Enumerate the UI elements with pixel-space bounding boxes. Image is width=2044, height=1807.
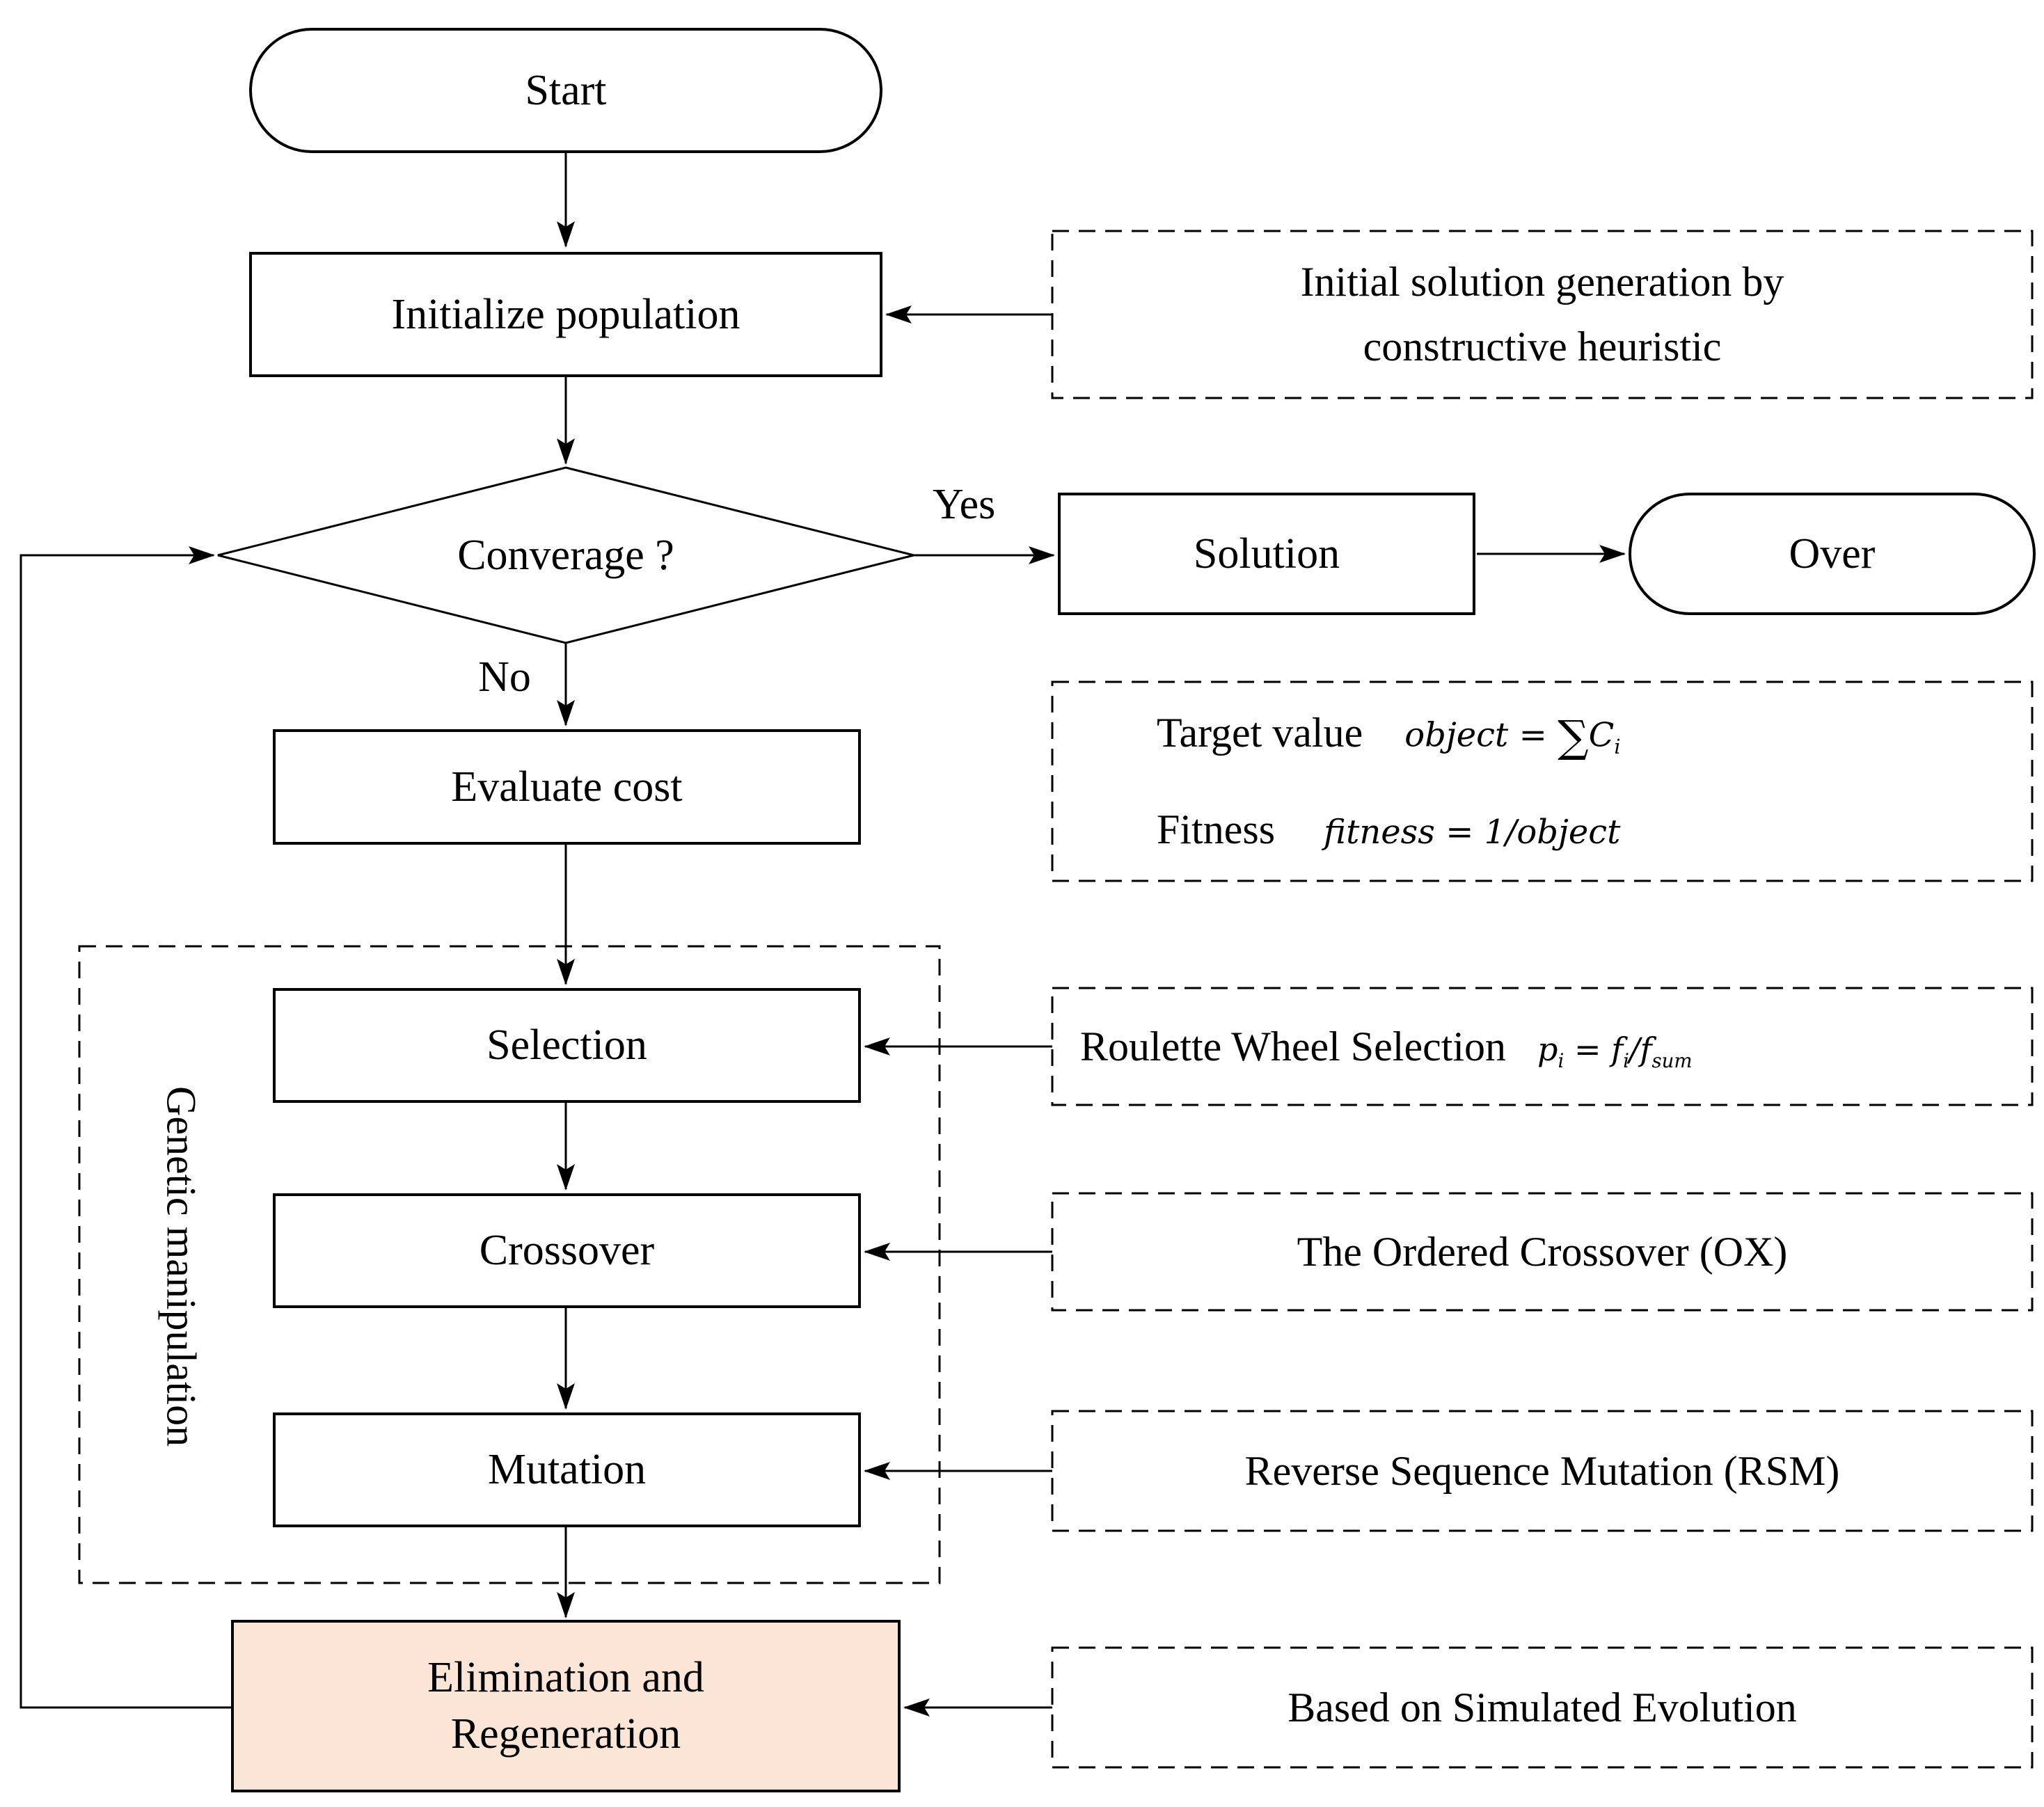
- roulette-f1: = f: [1564, 1030, 1624, 1068]
- initialize-population-node: Initialize population: [249, 252, 882, 377]
- crossover-node: Crossover: [273, 1193, 861, 1308]
- annotation-roulette: Roulette Wheel Selection pi = fi/fsum: [1052, 988, 2032, 1105]
- object-formula-c: C: [1588, 715, 1615, 755]
- initialize-population-label: Initialize population: [391, 290, 740, 338]
- annotation-box-roulette-outline: [1051, 987, 2034, 1106]
- elimination-regeneration-node: Elimination and Regeneration: [231, 1620, 901, 1792]
- over-node: Over: [1629, 493, 2036, 615]
- crossover-label: Crossover: [479, 1227, 655, 1275]
- genetic-manipulation-container: [78, 945, 941, 1584]
- roulette-f2-sub: sum: [1651, 1049, 1693, 1072]
- arrow-feedback-loop: [19, 546, 231, 1709]
- over-label: Over: [1789, 530, 1876, 578]
- annotation-target-fitness: Target value object = ∑Ci Fitness fitnes…: [1052, 682, 2032, 881]
- annotation-initial-line2: constructive heuristic: [1363, 324, 1722, 369]
- annotation-reverse-sequence-mutation: Reverse Sequence Mutation (RSM): [1052, 1411, 2032, 1531]
- elimination-line1: Elimination and: [427, 1654, 704, 1702]
- selection-label: Selection: [486, 1021, 647, 1069]
- ox-label: The Ordered Crossover (OX): [1297, 1228, 1788, 1275]
- roulette-label: Roulette Wheel Selection: [1080, 1023, 1507, 1069]
- annotation-box-target-outline: [1051, 680, 2034, 882]
- target-value-row: Target value object = ∑Ci: [1157, 701, 1621, 771]
- annotation-box-rsm-outline: [1051, 1410, 2034, 1532]
- mutation-label: Mutation: [487, 1446, 647, 1494]
- selection-node: Selection: [273, 988, 861, 1103]
- decision-node: Converage ?: [322, 515, 809, 596]
- decision-label: Converage ?: [457, 531, 674, 579]
- roulette-f1-sub: i: [1623, 1049, 1629, 1072]
- sigma-symbol: ∑: [1558, 711, 1589, 763]
- evaluate-cost-label: Evaluate cost: [451, 763, 683, 811]
- yes-edge-label: Yes: [933, 481, 996, 528]
- roulette-formula: pi = fi/fsum: [1537, 1025, 1693, 1076]
- sim-label: Based on Simulated Evolution: [1288, 1684, 1797, 1730]
- fitness-formula: fitness = 1/object: [1324, 806, 1620, 858]
- annotation-initial-heuristic: Initial solution generation by construct…: [1052, 231, 2032, 398]
- start-label: Start: [525, 66, 607, 114]
- rsm-label: Reverse Sequence Mutation (RSM): [1244, 1447, 1840, 1494]
- elimination-regeneration-label: Elimination and Regeneration: [427, 1650, 704, 1762]
- annotation-initial-line1: Initial solution generation by: [1300, 259, 1784, 305]
- solution-node: Solution: [1058, 493, 1475, 615]
- annotation-box-sim-outline: [1051, 1646, 2034, 1769]
- fitness-formula-text: fitness = 1/object: [1324, 813, 1621, 852]
- fitness-label: Fitness: [1157, 806, 1276, 853]
- mutation-node: Mutation: [273, 1412, 861, 1527]
- start-node: Start: [249, 28, 882, 153]
- object-formula-lhs: object =: [1404, 715, 1558, 755]
- roulette-row: Roulette Wheel Selection pi = fi/fsum: [1080, 1014, 1693, 1079]
- no-edge-label: No: [478, 653, 531, 701]
- fitness-row: Fitness fitness = 1/object: [1157, 797, 1620, 862]
- object-formula-sub: i: [1614, 735, 1621, 759]
- roulette-f2: /f: [1629, 1030, 1652, 1068]
- annotation-box-ox-outline: [1051, 1192, 2034, 1312]
- annotation-simulated-evolution: Based on Simulated Evolution: [1052, 1648, 2032, 1767]
- evaluate-cost-node: Evaluate cost: [273, 729, 861, 845]
- object-formula: object = ∑Ci: [1404, 703, 1620, 771]
- target-value-label: Target value: [1157, 709, 1363, 756]
- roulette-p: p: [1537, 1030, 1558, 1068]
- solution-label: Solution: [1193, 530, 1340, 578]
- roulette-p-sub: i: [1558, 1049, 1564, 1072]
- annotation-ordered-crossover: The Ordered Crossover (OX): [1052, 1193, 2032, 1310]
- elimination-line2: Regeneration: [450, 1710, 681, 1758]
- genetic-manipulation-label: Genetic manipulation: [158, 1085, 205, 1447]
